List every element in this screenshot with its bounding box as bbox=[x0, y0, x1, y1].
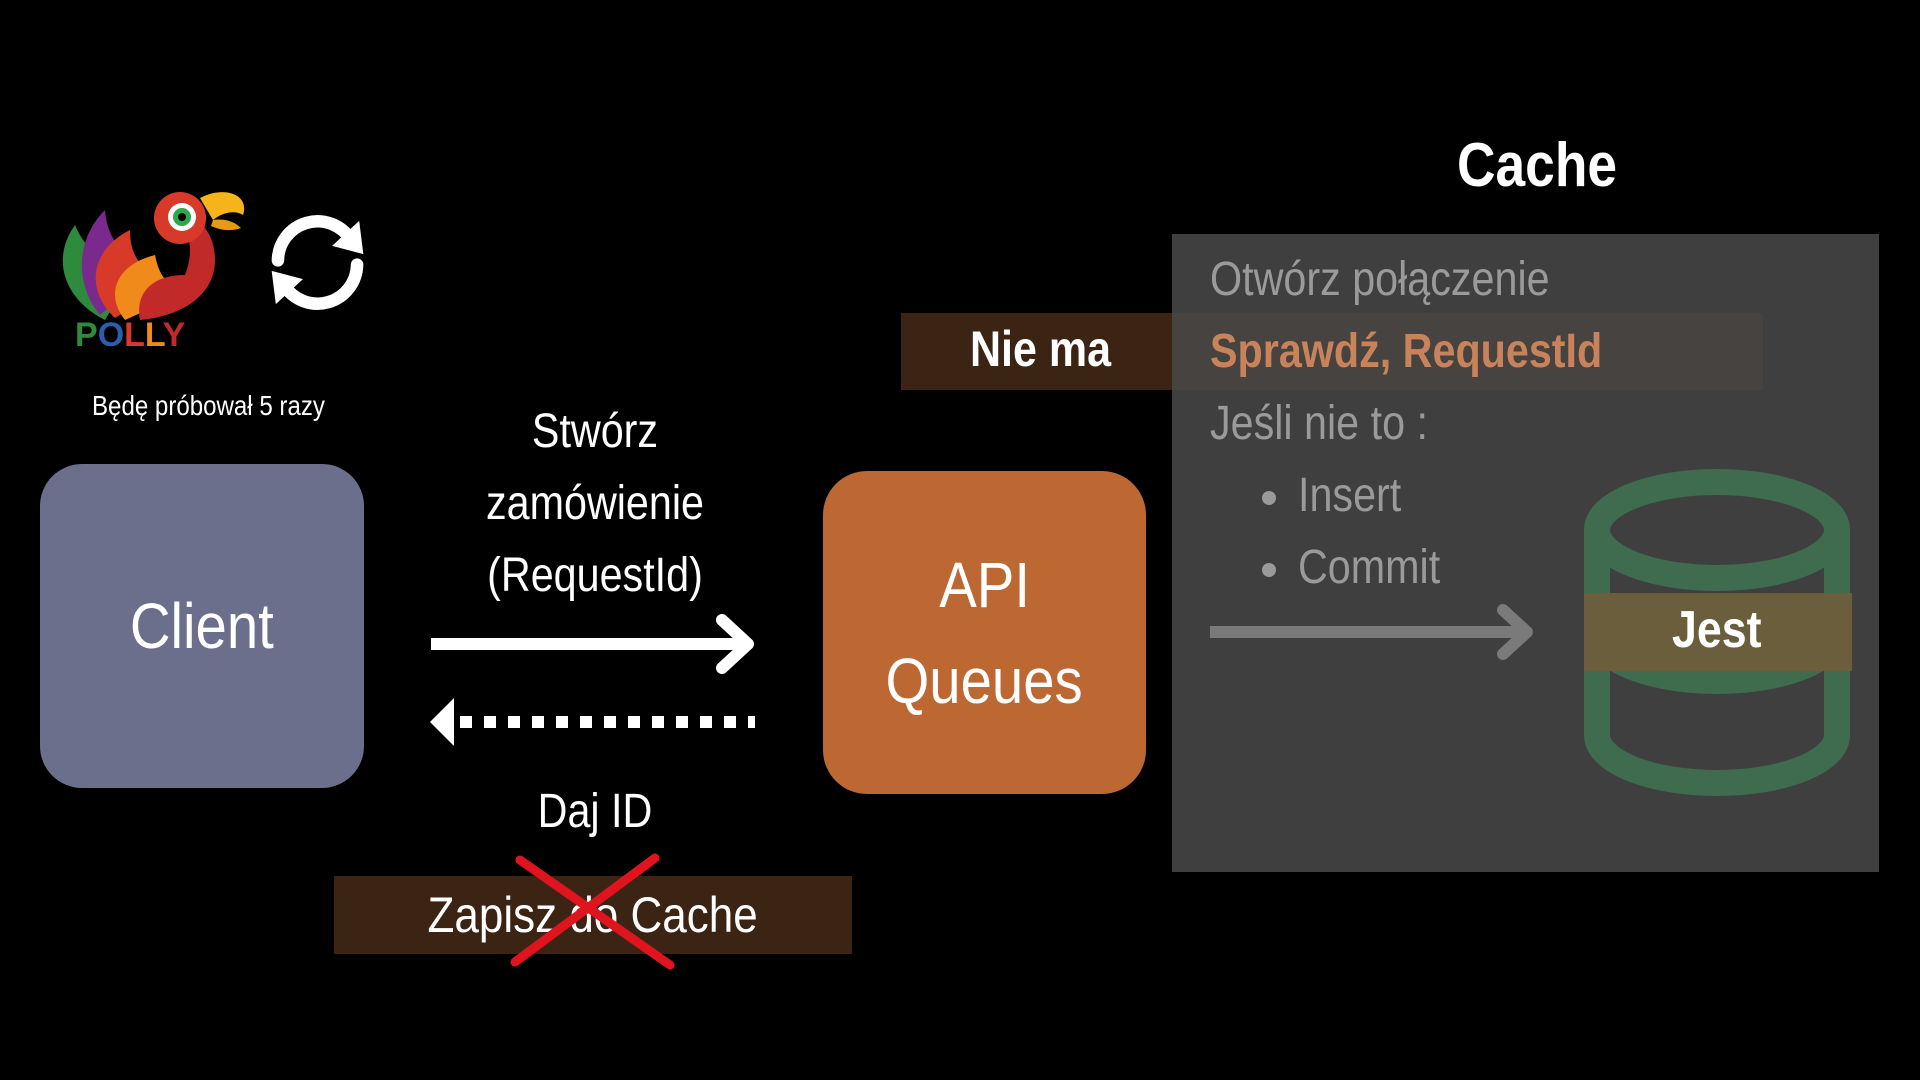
reply-label: Daj ID bbox=[537, 785, 653, 838]
client-box: Client bbox=[40, 464, 364, 788]
api-queues-box: API Queues bbox=[823, 471, 1146, 794]
request-response-arrows bbox=[430, 614, 755, 746]
strike-cross-icon bbox=[510, 853, 675, 970]
step-commit: Commit bbox=[1298, 541, 1441, 594]
step-insert: Insert bbox=[1298, 469, 1402, 522]
request-arrow bbox=[431, 614, 754, 674]
missing-label: Nie ma bbox=[970, 321, 1112, 377]
cache-panel bbox=[1172, 234, 1879, 872]
bullet-icon bbox=[1262, 491, 1276, 505]
request-line-1: Stwórz bbox=[531, 405, 659, 458]
request-line-3: (RequestId) bbox=[487, 549, 703, 602]
retry-note: Będę próbował 5 razy bbox=[92, 390, 325, 421]
step-open-connection: Otwórz połączenie bbox=[1210, 253, 1550, 306]
polly-logo: POLLY bbox=[62, 192, 245, 350]
found-label: Jest bbox=[1672, 601, 1762, 659]
client-label: Client bbox=[130, 590, 274, 662]
api-label: API bbox=[939, 548, 1030, 621]
queues-label: Queues bbox=[885, 644, 1084, 717]
save-cache-band: Zapisz do Cache bbox=[334, 876, 852, 954]
found-band bbox=[1584, 593, 1852, 671]
refresh-icon bbox=[271, 215, 364, 310]
request-label: Stwórz zamówienie (RequestId) bbox=[453, 396, 737, 612]
request-line-2: zamówienie bbox=[486, 477, 704, 530]
step-if-not: Jeśli nie to : bbox=[1210, 397, 1428, 450]
cache-arrow bbox=[1210, 604, 1533, 660]
cache-title: Cache bbox=[1457, 131, 1618, 200]
step-check-request-id: Sprawdź, RequestId bbox=[1210, 325, 1603, 378]
polly-wordmark: POLLY bbox=[75, 316, 186, 350]
response-arrow-dashed bbox=[430, 698, 755, 746]
bullet-icon bbox=[1262, 563, 1276, 577]
